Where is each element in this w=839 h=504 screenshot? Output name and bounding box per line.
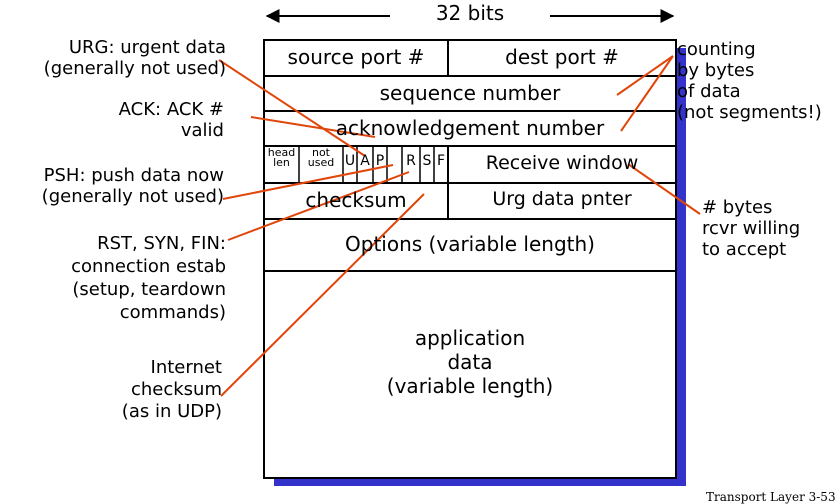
width-label: 32 bits	[390, 1, 550, 25]
internet-checksum-annotation: Internet checksum (as in UDP)	[121, 357, 222, 422]
flag-syn: S	[422, 153, 432, 169]
dest-port-field: dest port #	[505, 45, 619, 69]
source-port-field: source port #	[287, 45, 425, 69]
sequence-number-field: sequence number	[379, 81, 561, 105]
ack-annotation: ACK: ACK # valid	[118, 99, 224, 141]
flag-ack: A	[360, 153, 370, 169]
segment-box	[263, 39, 677, 479]
psh-annotation: PSH: push data now (generally not used)	[41, 165, 224, 207]
receive-window-field: Receive window	[485, 152, 639, 174]
urg-annotation: URG: urgent data (generally not used)	[43, 37, 226, 79]
checksum-field: checksum	[305, 188, 407, 212]
flag-urg: U	[344, 153, 356, 169]
flag-dividers	[298, 146, 435, 183]
flag-cells: U A P R S F	[0, 146, 839, 183]
rcvr-window-annotation: # bytes rcvr willing to accept	[702, 197, 801, 260]
rst-syn-fin-annotation: RST, SYN, FIN: connection estab (setup, …	[71, 233, 226, 323]
pointer-lines	[218, 55, 701, 397]
flag-psh: P	[375, 153, 385, 169]
ack-number-field: acknowledgement number	[335, 116, 605, 140]
urg-pointer-field: Urg data pnter	[492, 188, 632, 210]
flag-fin: F	[436, 153, 446, 169]
row-dividers	[264, 75, 676, 272]
slide-footer: Transport Layer 3-53	[706, 490, 836, 504]
counting-annotation: counting by bytes of data (not segments!…	[677, 39, 822, 123]
flag-rst: R	[406, 153, 416, 169]
head-len-field: head len	[267, 146, 296, 169]
options-field: Options (variable length)	[345, 232, 595, 256]
not-used-field: not used	[307, 146, 335, 169]
application-data-field: application data (variable length)	[386, 326, 554, 398]
